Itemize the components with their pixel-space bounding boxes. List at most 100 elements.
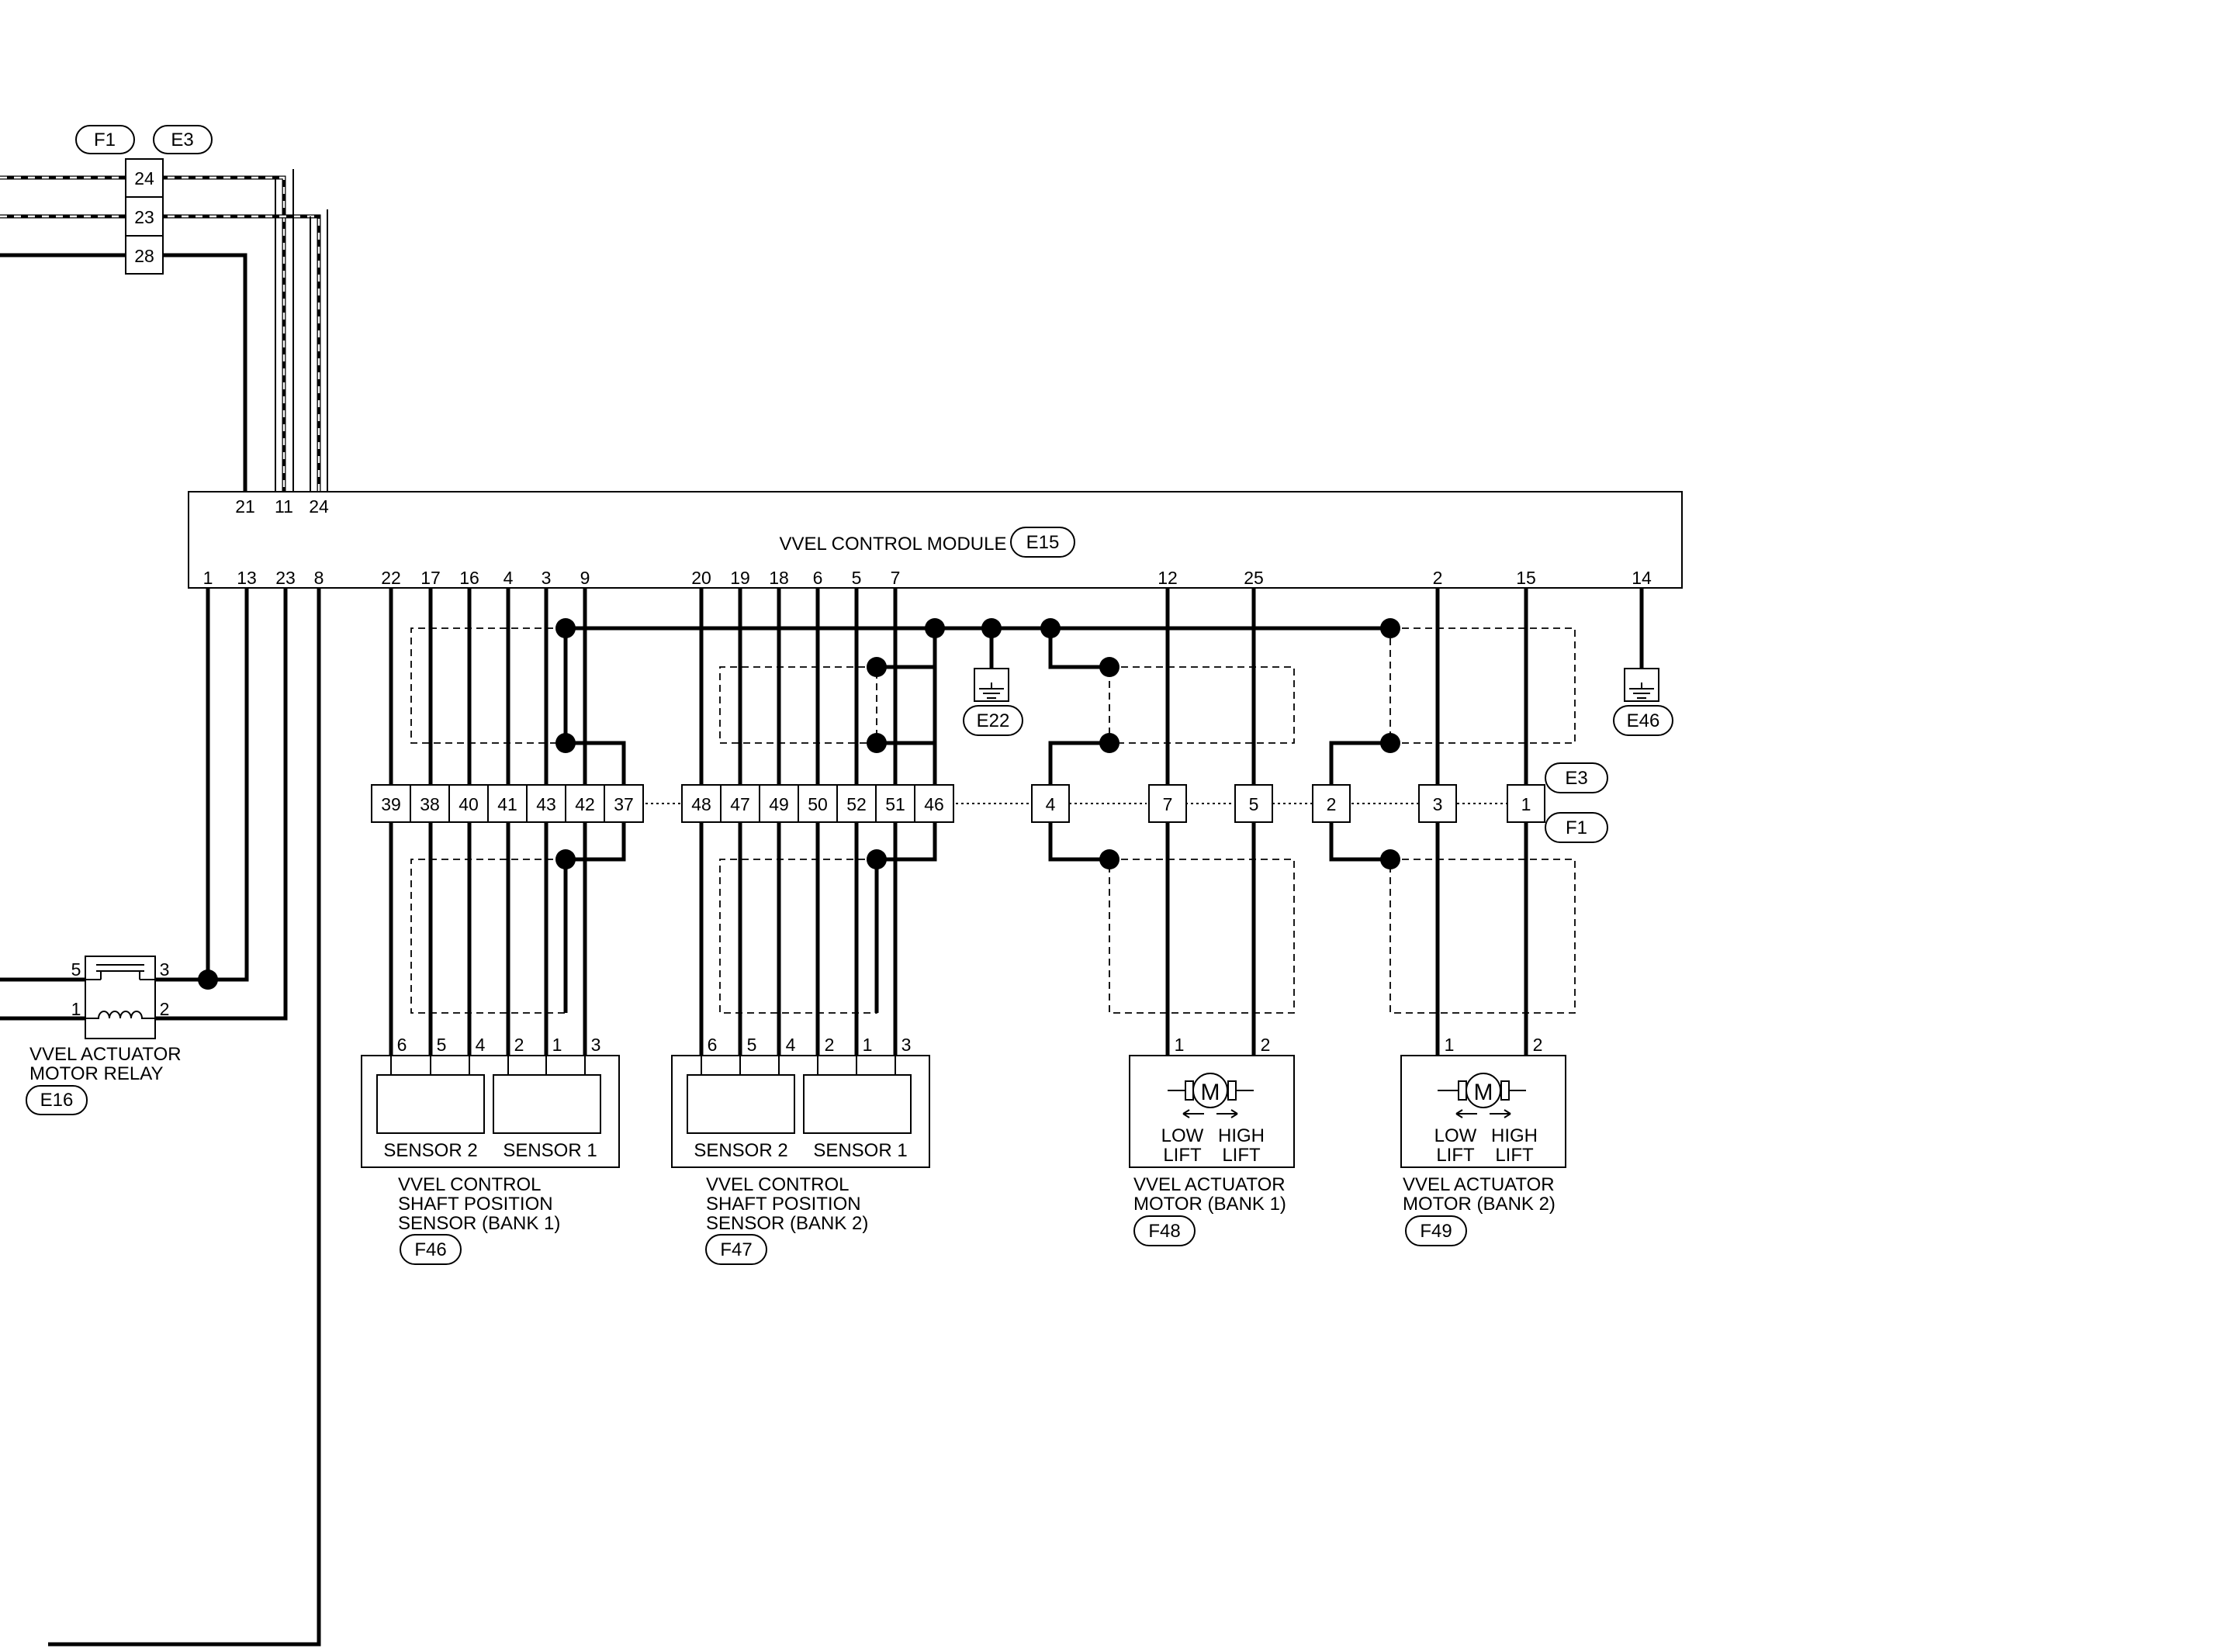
header-tag-e3: E3 — [171, 130, 193, 150]
svg-text:14: 14 — [1632, 568, 1652, 588]
svg-text:SENSOR (BANK 1): SENSOR (BANK 1) — [398, 1213, 560, 1234]
svg-text:VVEL CONTROL: VVEL CONTROL — [706, 1174, 850, 1195]
svg-text:16: 16 — [459, 568, 479, 588]
svg-text:13: 13 — [237, 568, 257, 588]
svg-text:LIFT: LIFT — [1436, 1145, 1475, 1166]
svg-text:SHAFT POSITION: SHAFT POSITION — [398, 1194, 553, 1215]
svg-text:2: 2 — [514, 1035, 524, 1055]
svg-text:46: 46 — [924, 794, 944, 814]
svg-text:SHAFT POSITION: SHAFT POSITION — [706, 1194, 861, 1215]
motor-icon — [1192, 1073, 1228, 1108]
splice-dot — [198, 969, 218, 990]
sensor-bank2-sensor2-label: SENSOR 2 — [694, 1140, 787, 1161]
svg-text:LIFT: LIFT — [1163, 1145, 1202, 1166]
joint-connector-group-a: 39 38 40 41 43 42 37 — [371, 784, 644, 823]
svg-text:2: 2 — [1433, 568, 1443, 588]
module-title: VVEL CONTROL MODULE — [780, 534, 1007, 555]
svg-text:9: 9 — [580, 568, 590, 588]
svg-text:42: 42 — [575, 794, 595, 814]
header-tag-f1: F1 — [94, 130, 116, 150]
svg-text:LOW: LOW — [1434, 1125, 1477, 1146]
motor-bank1-tag: F48 — [1148, 1221, 1180, 1242]
svg-text:4: 4 — [476, 1035, 486, 1055]
svg-text:6: 6 — [813, 568, 823, 588]
relay-pin-3: 3 — [160, 959, 170, 980]
svg-text:18: 18 — [769, 568, 789, 588]
vvel-control-shaft-position-sensor-bank1: 6 5 4 2 1 3 SENSOR 2 SENSOR 1 VVEL CONTR… — [361, 1035, 620, 1265]
header-pin-23: 23 — [134, 207, 154, 227]
svg-text:19: 19 — [730, 568, 750, 588]
shielded-harness — [0, 169, 328, 492]
relay-pin-5: 5 — [71, 959, 81, 980]
module-top-pin-11: 11 — [275, 496, 293, 517]
joint-connector-singles: 4 7 5 2 3 1 — [1031, 784, 1545, 823]
vvel-actuator-motor-bank2: 1 2 M LOW LIFT HIGH LIFT VVEL ACTUATOR M… — [1400, 1035, 1566, 1246]
svg-text:1: 1 — [863, 1035, 873, 1055]
sensor-bank1-sensor2-label: SENSOR 2 — [383, 1140, 477, 1161]
svg-text:4: 4 — [786, 1035, 796, 1055]
svg-text:6: 6 — [397, 1035, 407, 1055]
svg-text:MOTOR (BANK 2): MOTOR (BANK 2) — [1403, 1194, 1556, 1215]
signal-wires — [389, 588, 1644, 1090]
svg-text:M: M — [1201, 1080, 1220, 1105]
svg-text:SENSOR (BANK 2): SENSOR (BANK 2) — [706, 1213, 868, 1234]
svg-text:1: 1 — [203, 568, 213, 588]
svg-text:37: 37 — [614, 794, 634, 814]
svg-text:17: 17 — [420, 568, 441, 588]
motor-icon — [1466, 1073, 1501, 1108]
vvel-control-module: 21 11 24 VVEL CONTROL MODULE E15 1 13 23… — [188, 491, 1683, 589]
svg-text:5: 5 — [437, 1035, 447, 1055]
svg-text:12: 12 — [1158, 568, 1178, 588]
svg-text:2: 2 — [1327, 794, 1337, 814]
svg-text:3: 3 — [901, 1035, 912, 1055]
vvel-actuator-motor-relay: 5 3 1 2 VVEL ACTUATOR MOTOR RELAY E16 — [26, 956, 182, 1115]
svg-text:3: 3 — [591, 1035, 601, 1055]
svg-text:2: 2 — [1261, 1035, 1271, 1055]
svg-text:52: 52 — [846, 794, 867, 814]
relay-pin-2: 2 — [160, 999, 170, 1019]
svg-text:LOW: LOW — [1161, 1125, 1204, 1146]
svg-text:7: 7 — [1163, 794, 1173, 814]
svg-text:25: 25 — [1244, 568, 1264, 588]
vvel-actuator-motor-bank1: 1 2 M LOW LIFT HIGH LIFT VVEL ACTUATOR M… — [1129, 1035, 1295, 1246]
sensor-bank1-tag: F46 — [414, 1239, 446, 1260]
svg-text:40: 40 — [459, 794, 479, 814]
svg-text:1: 1 — [552, 1035, 562, 1055]
joint-connector-tags: E3 F1 — [1545, 762, 1608, 843]
relay-tag: E16 — [40, 1090, 74, 1111]
module-tag: E15 — [1026, 532, 1060, 553]
svg-text:1: 1 — [1445, 1035, 1455, 1055]
module-top-pin-24: 24 — [309, 496, 329, 517]
svg-text:4: 4 — [1046, 794, 1056, 814]
svg-text:50: 50 — [808, 794, 828, 814]
header-pin-28: 28 — [134, 246, 154, 266]
svg-text:VVEL CONTROL: VVEL CONTROL — [398, 1174, 542, 1195]
svg-text:15: 15 — [1516, 568, 1536, 588]
svg-text:6: 6 — [708, 1035, 718, 1055]
joint-tag-f1: F1 — [1566, 817, 1587, 838]
svg-text:VVEL ACTUATOR: VVEL ACTUATOR — [1133, 1174, 1286, 1195]
svg-text:20: 20 — [691, 568, 711, 588]
relay-pin-1: 1 — [71, 999, 81, 1019]
svg-text:22: 22 — [381, 568, 401, 588]
svg-text:47: 47 — [730, 794, 750, 814]
svg-text:4: 4 — [504, 568, 514, 588]
module-top-pin-21: 21 — [235, 496, 255, 517]
connector-f1-e3-header: 24 23 28 F1 E3 — [75, 125, 213, 275]
svg-text:M: M — [1474, 1080, 1493, 1105]
svg-text:39: 39 — [381, 794, 401, 814]
svg-text:3: 3 — [1433, 794, 1443, 814]
svg-text:41: 41 — [497, 794, 517, 814]
svg-text:MOTOR (BANK 1): MOTOR (BANK 1) — [1133, 1194, 1286, 1215]
svg-text:51: 51 — [885, 794, 905, 814]
svg-text:1: 1 — [1175, 1035, 1185, 1055]
svg-text:1: 1 — [1521, 794, 1531, 814]
relay-label-line1: VVEL ACTUATOR — [29, 1044, 182, 1065]
svg-text:LIFT: LIFT — [1222, 1145, 1261, 1166]
joint-tag-e3: E3 — [1565, 768, 1587, 789]
motor-bank2-tag: F49 — [1420, 1221, 1452, 1242]
header-pin-24: 24 — [134, 168, 154, 188]
svg-text:48: 48 — [691, 794, 711, 814]
svg-text:VVEL ACTUATOR: VVEL ACTUATOR — [1403, 1174, 1555, 1195]
